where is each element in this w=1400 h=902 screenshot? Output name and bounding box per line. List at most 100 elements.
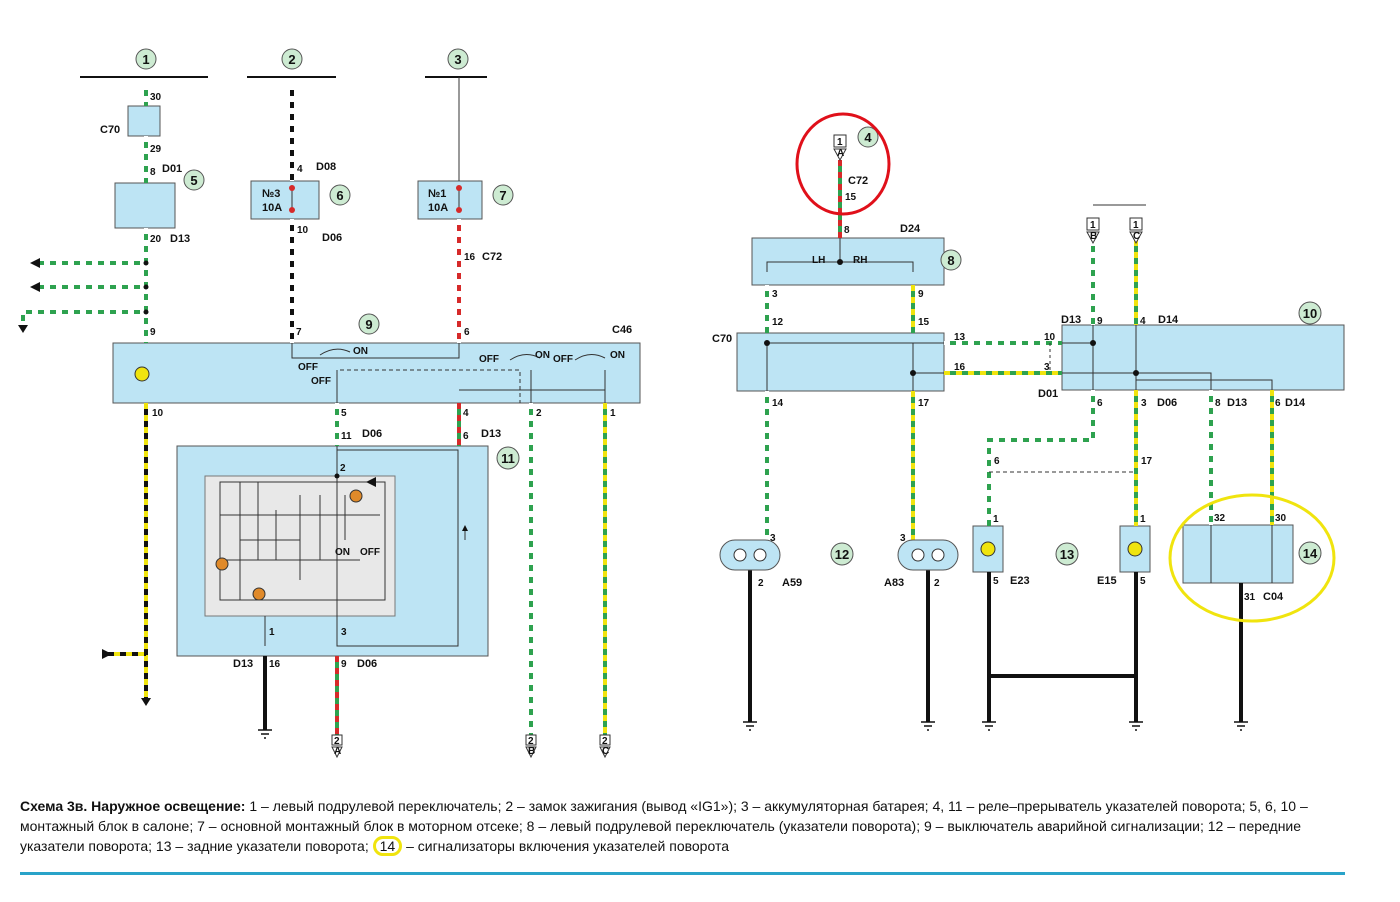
module-c70-top	[127, 105, 161, 137]
svg-text:16: 16	[464, 252, 476, 263]
svg-text:D13: D13	[1227, 397, 1247, 409]
fuse-3-terminal-bottom	[289, 207, 295, 213]
svg-text:1: 1	[1140, 514, 1146, 525]
svg-text:30: 30	[150, 92, 162, 103]
svg-text:2: 2	[340, 463, 346, 474]
relay-lamp-1	[215, 557, 229, 571]
svg-text:OFF: OFF	[298, 362, 318, 373]
svg-text:17: 17	[918, 398, 930, 409]
svg-text:C: C	[1133, 231, 1140, 242]
relay-lamp-3	[349, 489, 363, 503]
caption-body-end: – сигнализаторы включения указателей пов…	[402, 838, 729, 854]
fuse-elements	[289, 185, 462, 213]
reference-markers	[331, 134, 1143, 759]
svg-text:3: 3	[772, 289, 778, 300]
svg-text:3: 3	[1141, 398, 1147, 409]
front-turn-bulbs	[719, 539, 1143, 571]
svg-text:5: 5	[993, 576, 999, 587]
pin-numbers: 30 29 8 20 9 10 4 10 7 16 6 5 11 4 6 2 1…	[150, 92, 1287, 670]
svg-text:16: 16	[954, 362, 966, 373]
svg-text:A83: A83	[884, 577, 904, 589]
svg-text:1: 1	[993, 514, 999, 525]
svg-text:C04: C04	[1263, 591, 1284, 603]
relay-components	[215, 477, 376, 601]
svg-text:D01: D01	[162, 163, 182, 175]
svg-text:9: 9	[918, 289, 924, 300]
svg-text:5: 5	[1140, 576, 1146, 587]
svg-text:32: 32	[1214, 513, 1226, 524]
svg-text:3: 3	[770, 533, 776, 544]
svg-text:D06: D06	[322, 232, 342, 244]
lamp-e15-icon	[1127, 541, 1143, 557]
svg-text:8: 8	[150, 167, 156, 178]
svg-text:D06: D06	[1157, 397, 1177, 409]
svg-text:3: 3	[454, 52, 461, 67]
fuse-1-terminal-bottom	[456, 207, 462, 213]
svg-text:6: 6	[1097, 398, 1103, 409]
svg-text:C70: C70	[712, 333, 732, 345]
ground-symbols	[258, 721, 1248, 739]
svg-text:5: 5	[341, 408, 347, 419]
svg-text:№1: №1	[428, 188, 446, 200]
svg-text:10: 10	[152, 408, 164, 419]
component-callouts: 1 2 3 4 5 6 7 8 9 10 11 12 13 14	[135, 48, 1322, 566]
junction-dots	[143, 259, 1139, 479]
svg-text:D14: D14	[1285, 397, 1306, 409]
svg-text:11: 11	[341, 431, 352, 442]
svg-text:9: 9	[341, 659, 347, 670]
svg-text:C: C	[602, 746, 609, 757]
module-boxes	[112, 105, 1345, 657]
svg-text:3: 3	[900, 533, 906, 544]
svg-text:3: 3	[341, 627, 347, 638]
figure-caption: Схема 3в. Наружное освещение: 1 – левый …	[20, 796, 1350, 856]
svg-text:C72: C72	[482, 251, 502, 263]
yellow-highlight-circle	[1168, 493, 1336, 623]
svg-text:6: 6	[994, 456, 1000, 467]
svg-text:B: B	[1090, 231, 1097, 242]
svg-text:1: 1	[610, 408, 616, 419]
svg-text:6: 6	[336, 188, 343, 203]
svg-text:D13: D13	[170, 233, 190, 245]
svg-text:D13: D13	[233, 658, 253, 670]
diode-icon	[366, 477, 376, 487]
svg-text:D06: D06	[362, 428, 382, 440]
fuse-labels: №3 10A №1 10A	[262, 188, 448, 214]
module-6-fuse3	[250, 180, 320, 220]
svg-text:9: 9	[365, 317, 372, 332]
svg-text:ON: ON	[535, 350, 550, 361]
svg-text:OFF: OFF	[479, 354, 499, 365]
fuse-3-terminal-top	[289, 185, 295, 191]
svg-text:1: 1	[1133, 220, 1139, 231]
module-5	[114, 182, 176, 229]
svg-text:OFF: OFF	[553, 354, 573, 365]
svg-text:D14: D14	[1158, 314, 1179, 326]
svg-text:D13: D13	[1061, 314, 1081, 326]
svg-text:7: 7	[296, 327, 302, 338]
svg-text:ON: ON	[610, 350, 625, 361]
module-9-hazard	[112, 342, 641, 404]
svg-text:ON: ON	[353, 346, 368, 357]
svg-text:E15: E15	[1097, 575, 1117, 587]
svg-text:A: A	[334, 746, 341, 757]
svg-text:2: 2	[528, 736, 534, 747]
svg-text:4: 4	[1140, 316, 1146, 327]
svg-text:C70: C70	[100, 124, 120, 136]
svg-text:7: 7	[499, 188, 506, 203]
svg-text:14: 14	[772, 398, 784, 409]
connector-labels: C70 D01 D13 D08 D06 C72 C46 D06 D13 D13 …	[100, 124, 1306, 670]
svg-text:D01: D01	[1038, 388, 1058, 400]
svg-text:D13: D13	[481, 428, 501, 440]
module-14-indicator	[1182, 524, 1294, 584]
svg-text:13: 13	[954, 332, 966, 343]
svg-text:A: A	[837, 148, 844, 159]
bottom-rule	[20, 872, 1345, 875]
hazard-switch-internal	[291, 343, 606, 403]
svg-text:E23: E23	[1010, 575, 1030, 587]
relay-internal	[219, 446, 468, 647]
svg-text:4: 4	[297, 164, 303, 175]
bulb-a83	[897, 539, 959, 571]
svg-text:13: 13	[1060, 547, 1074, 562]
svg-text:10A: 10A	[428, 202, 448, 214]
svg-text:20: 20	[150, 234, 162, 245]
svg-text:1: 1	[269, 627, 275, 638]
